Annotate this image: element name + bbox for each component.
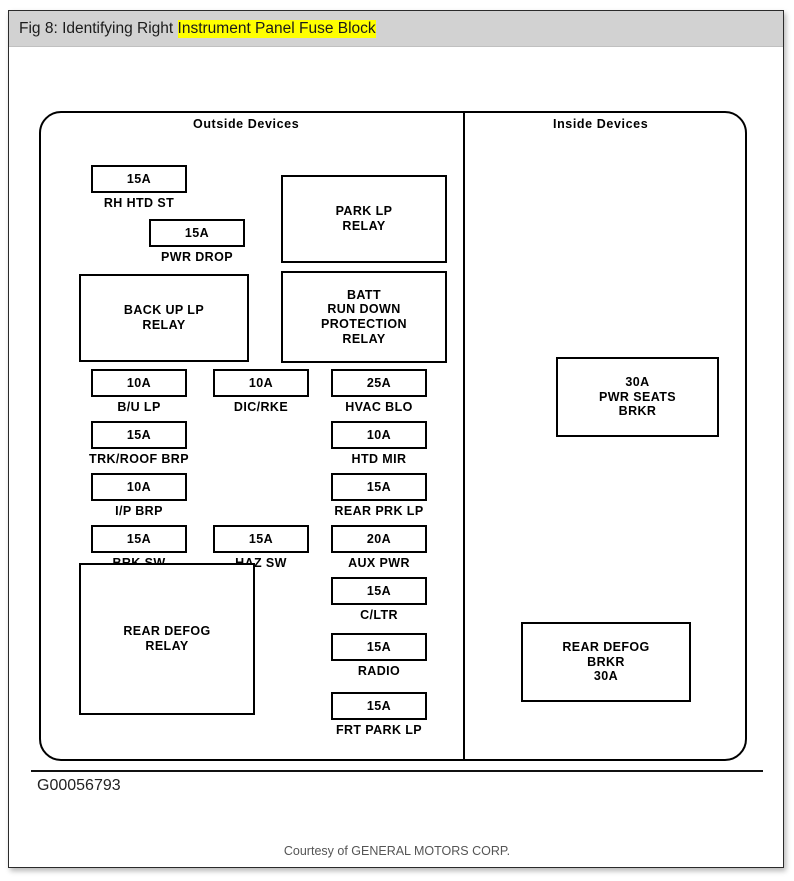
fuse-aux-pwr[interactable]: 20A <box>331 525 427 553</box>
section-divider <box>463 111 465 761</box>
fuse-frt-park-lp[interactable]: 15A <box>331 692 427 720</box>
fuse-radio[interactable]: 15A <box>331 633 427 661</box>
breaker-rear-defog[interactable]: REAR DEFOG BRKR 30A <box>521 622 691 702</box>
fuse-label-htd-mir: HTD MIR <box>351 452 407 466</box>
fuse-pwr-drop[interactable]: 15A <box>149 219 245 247</box>
fuse-dic-rke[interactable]: 10A <box>213 369 309 397</box>
figure-code: G00056793 <box>37 777 121 794</box>
outside-devices-title: Outside Devices <box>193 117 300 131</box>
caption-prefix: Fig 8: Identifying Right <box>19 19 178 37</box>
fuse-label-bu-lp: B/U LP <box>117 400 161 414</box>
fuse-c-ltr[interactable]: 15A <box>331 577 427 605</box>
fuse-label-ip-brp: I/P BRP <box>115 504 163 518</box>
relay-rear-defog[interactable]: REAR DEFOG RELAY <box>79 563 255 715</box>
breaker-pwr-seats[interactable]: 30A PWR SEATS BRKR <box>556 357 719 437</box>
fuse-label-pwr-drop: PWR DROP <box>161 250 233 264</box>
caption-highlighted-term: Instrument Panel Fuse Block <box>177 19 376 38</box>
fuse-block-diagram: Outside Devices Inside Devices 15A RH HT… <box>9 47 785 869</box>
fuse-rh-htd-st[interactable]: 15A <box>91 165 187 193</box>
fuse-label-radio: RADIO <box>357 664 401 678</box>
fuse-label-hvac-blo: HVAC BLO <box>345 400 413 414</box>
inside-devices-title: Inside Devices <box>553 117 649 131</box>
fuse-label-aux-pwr: AUX PWR <box>348 556 410 570</box>
horizontal-rule <box>31 770 763 772</box>
fuse-label-frt-park-lp: FRT PARK LP <box>335 723 423 737</box>
fuse-label-rear-prk-lp: REAR PRK LP <box>334 504 424 518</box>
fuse-label-trk-roof-brp: TRK/ROOF BRP <box>89 452 189 466</box>
fuse-brk-sw[interactable]: 15A <box>91 525 187 553</box>
courtesy-credit: Courtesy of GENERAL MOTORS CORP. <box>283 844 511 858</box>
fuse-ip-brp[interactable]: 10A <box>91 473 187 501</box>
figure-caption-bar: Fig 8: Identifying Right Instrument Pane… <box>9 11 783 47</box>
fuse-trk-roof-brp[interactable]: 15A <box>91 421 187 449</box>
document-page: Fig 8: Identifying Right Instrument Pane… <box>8 10 784 868</box>
fuse-htd-mir[interactable]: 10A <box>331 421 427 449</box>
fuse-bu-lp[interactable]: 10A <box>91 369 187 397</box>
fuse-label-dic-rke: DIC/RKE <box>233 400 289 414</box>
fuse-hvac-blo[interactable]: 25A <box>331 369 427 397</box>
relay-batt-run-down-protection[interactable]: BATT RUN DOWN PROTECTION RELAY <box>281 271 447 363</box>
fuse-label-c-ltr: C/LTR <box>360 608 398 622</box>
fuse-label-rh-htd-st: RH HTD ST <box>103 196 175 210</box>
relay-park-lp[interactable]: PARK LP RELAY <box>281 175 447 263</box>
fuse-rear-prk-lp[interactable]: 15A <box>331 473 427 501</box>
relay-back-up-lp[interactable]: BACK UP LP RELAY <box>79 274 249 362</box>
fuse-haz-sw[interactable]: 15A <box>213 525 309 553</box>
